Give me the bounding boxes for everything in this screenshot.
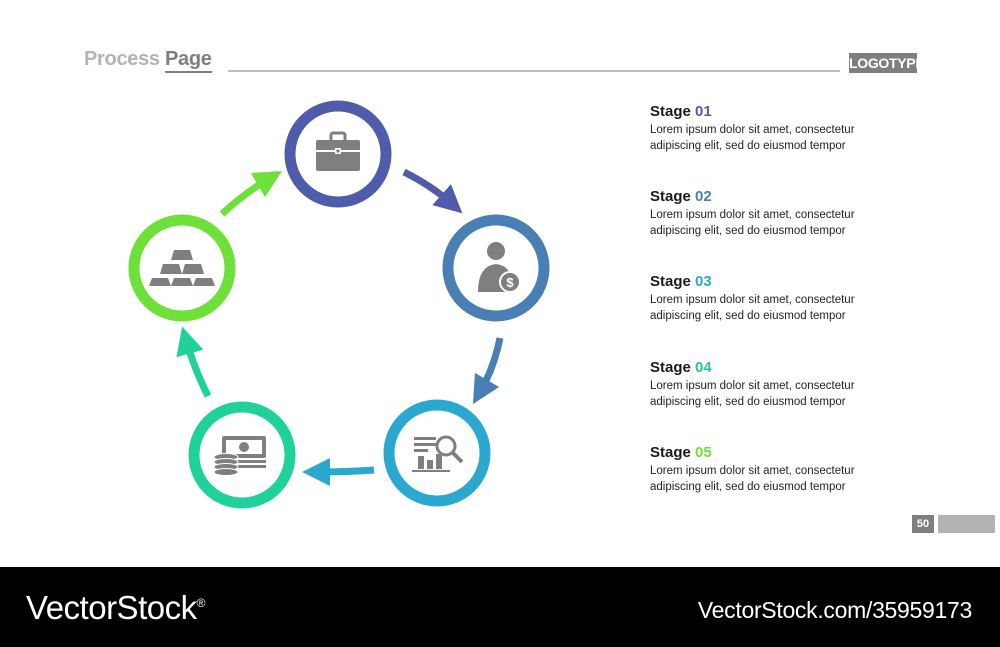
stage-title-2: Stage 02 — [650, 188, 712, 205]
page-title: Process Page — [84, 48, 212, 73]
stage-number-1: 01 — [695, 103, 712, 120]
footer-brand: VectorStock® — [26, 589, 206, 626]
stage-item-1: Stage 01 Lorem ipsum dolor sit amet, con… — [650, 103, 870, 154]
node-circle-5 — [128, 214, 236, 322]
logotype-badge: LOGOTYPE — [849, 53, 925, 73]
arrow-2-to-3 — [472, 337, 504, 405]
stage-item-2: Stage 02 Lorem ipsum dolor sit amet, con… — [650, 188, 870, 239]
arrow-1-to-2 — [402, 168, 463, 214]
stage-text-2: Lorem ipsum dolor sit amet, consectetur … — [650, 209, 855, 237]
stage-number-5: 05 — [695, 444, 712, 461]
chart-magnifier-icon — [412, 435, 464, 472]
arrow-4-to-5 — [176, 326, 212, 398]
page-number-bar — [938, 515, 995, 533]
stage-number-2: 02 — [695, 188, 712, 205]
stage-item-3: Stage 03 Lorem ipsum dolor sit amet, con… — [650, 273, 870, 324]
page-title-dark: Page — [165, 48, 212, 73]
stage-item-4: Stage 04 Lorem ipsum dolor sit amet, con… — [650, 359, 870, 410]
stage-text-4: Lorem ipsum dolor sit amet, consectetur … — [650, 380, 855, 408]
registered-mark: ® — [196, 596, 206, 610]
stage-title-1: Stage 01 — [650, 103, 712, 120]
stage-text-1: Lorem ipsum dolor sit amet, consectetur … — [650, 124, 855, 152]
stage-text-5: Lorem ipsum dolor sit amet, consectetur … — [650, 465, 855, 493]
stage-title-5: Stage 05 — [650, 444, 712, 461]
page-title-light: Process — [84, 48, 165, 70]
cycle-diagram: $ — [128, 100, 550, 509]
footer-image-id: VectorStock.com/35959173 — [697, 597, 972, 623]
header-divider — [228, 70, 840, 72]
arrow-3-to-4 — [302, 457, 375, 486]
money-stack-icon — [213, 436, 266, 476]
watermark-footer: VectorStock® VectorStock.com/35959173 — [0, 567, 1000, 647]
node-circle-3 — [383, 399, 491, 507]
stage-text-3: Lorem ipsum dolor sit amet, consectetur … — [650, 294, 855, 322]
businessman-dollar-icon: $ — [478, 242, 521, 293]
page-number: 50 — [912, 515, 934, 533]
stage-number-3: 03 — [695, 273, 712, 290]
arrow-5-to-1 — [219, 170, 283, 217]
stage-item-5: Stage 05 Lorem ipsum dolor sit amet, con… — [650, 444, 870, 495]
stage-title-4: Stage 04 — [650, 359, 712, 376]
briefcase-icon — [316, 131, 360, 171]
stage-number-4: 04 — [695, 359, 712, 376]
gold-bars-icon — [149, 250, 215, 286]
stage-title-3: Stage 03 — [650, 273, 712, 290]
svg-text:$: $ — [506, 275, 514, 290]
